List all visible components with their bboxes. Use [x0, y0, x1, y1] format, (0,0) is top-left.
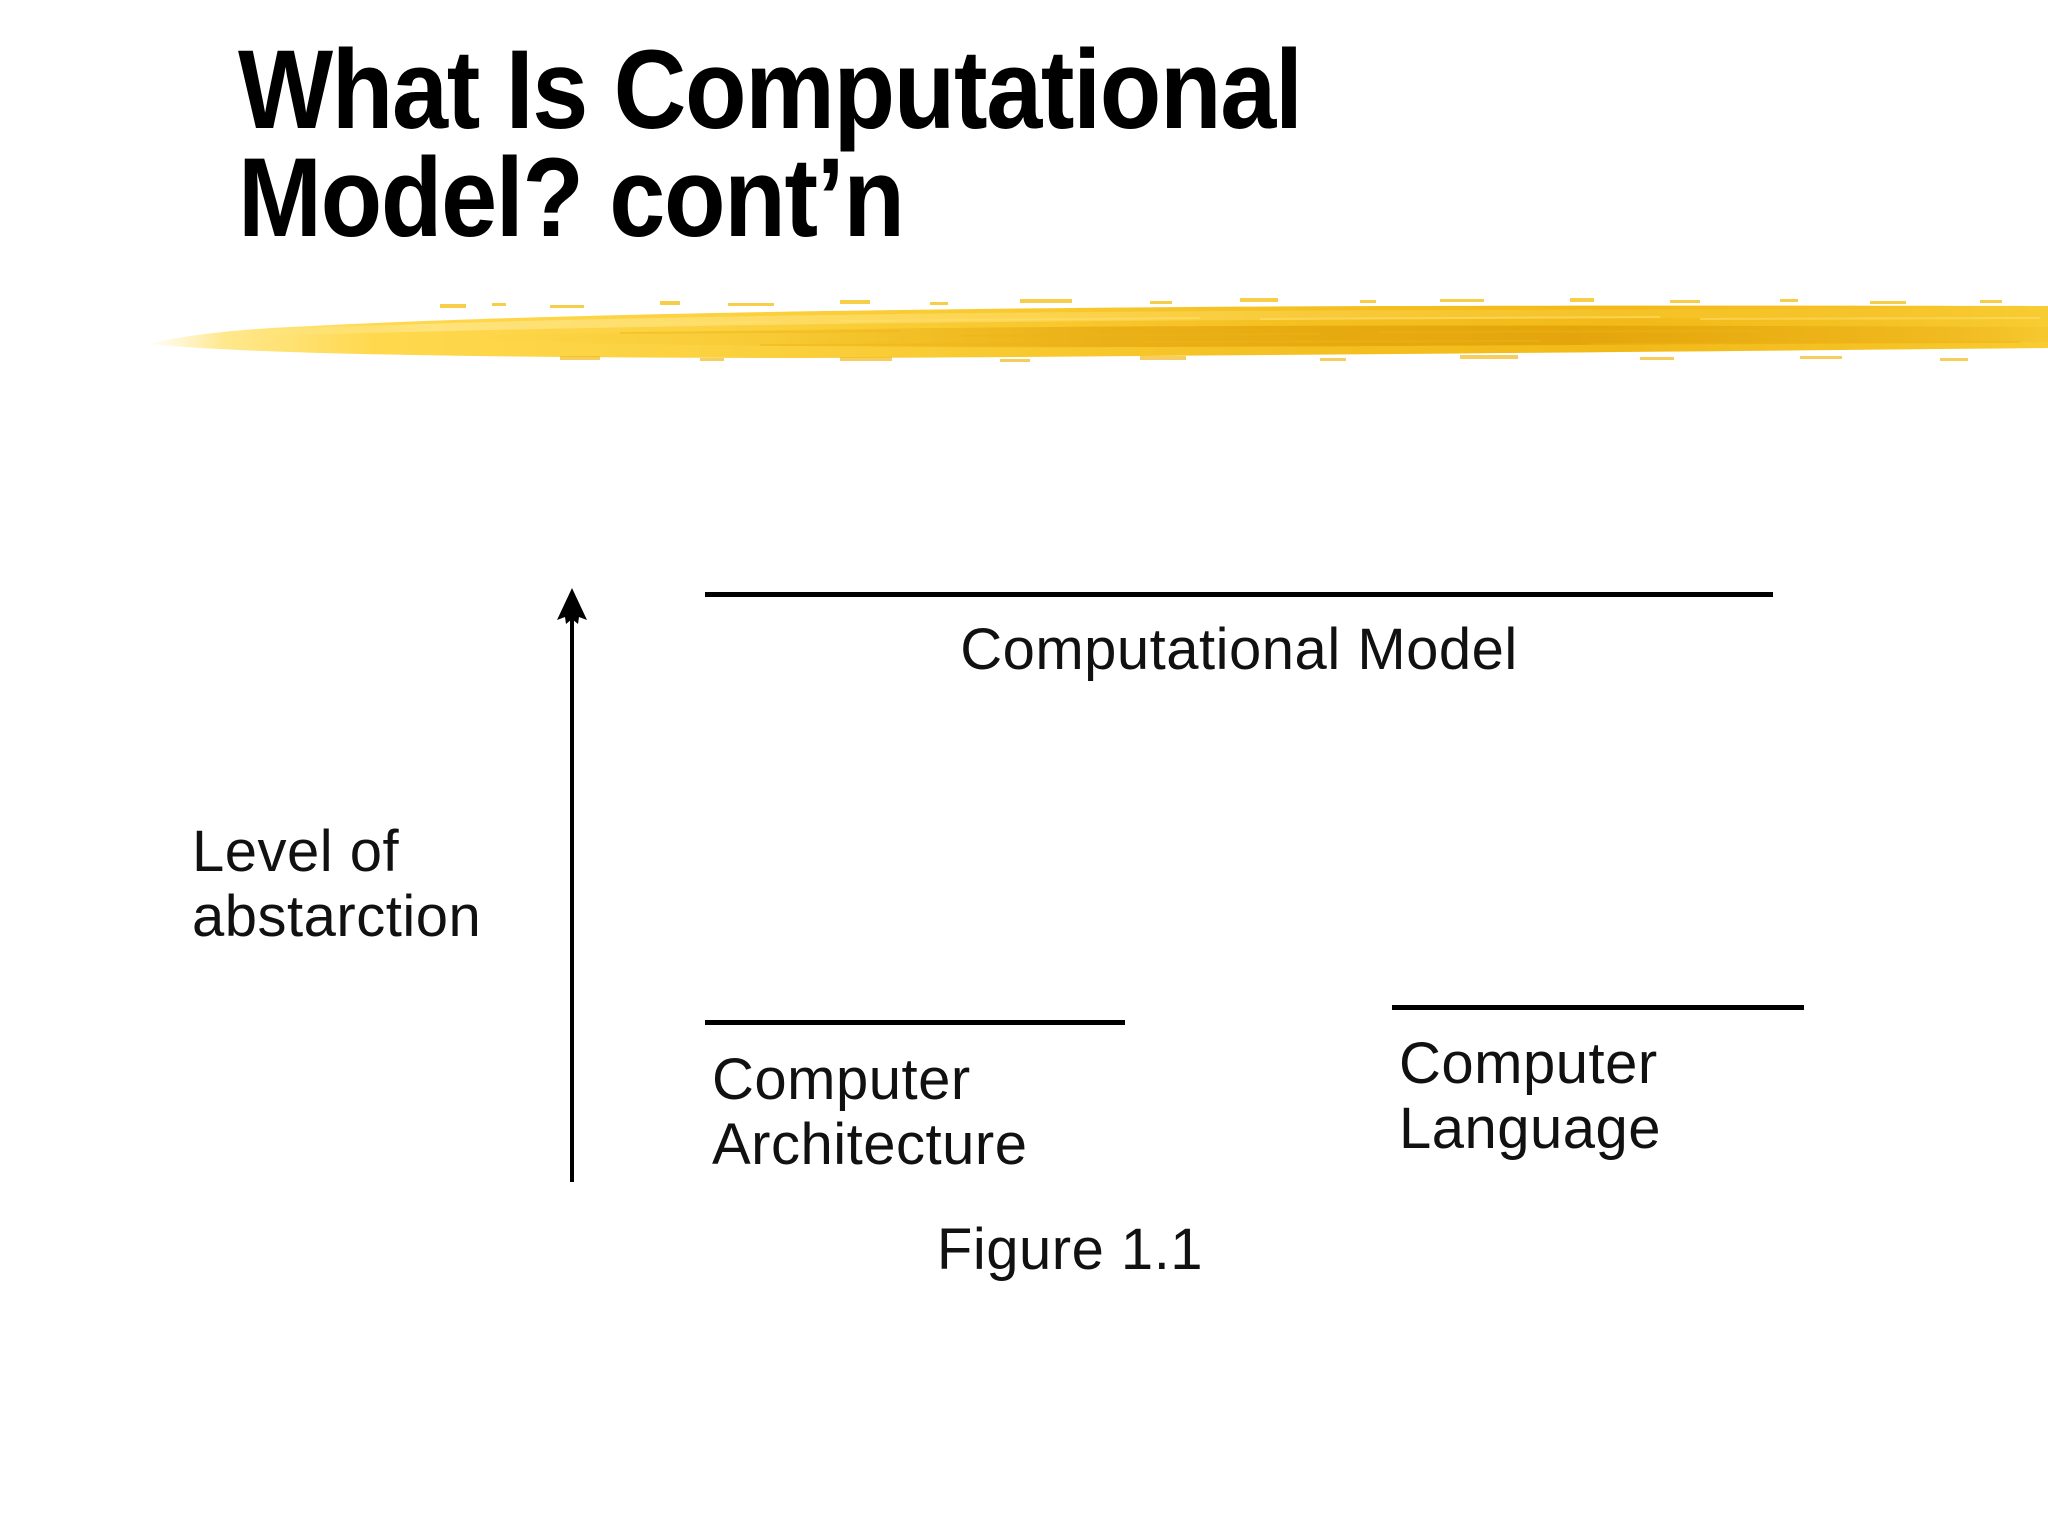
node-label-computer-architecture: Computer Architecture [712, 1047, 1028, 1177]
page-title: What Is Computational Model? cont’n [238, 27, 1303, 260]
node-label-computational-model: Computational Model [960, 617, 1518, 682]
rule-computer-architecture [705, 1020, 1125, 1025]
rule-computational-model [705, 592, 1773, 597]
level-of-abstraction-arrow-icon [536, 586, 608, 1186]
rule-computer-language [1392, 1005, 1804, 1010]
title-block: What Is Computational Model? cont’n [238, 27, 1838, 260]
figure-caption: Figure 1.1 [936, 1217, 1204, 1282]
node-label-computer-language: Computer Language [1399, 1031, 1662, 1161]
axis-label-level-of-abstraction: Level of abstarction [192, 819, 482, 949]
